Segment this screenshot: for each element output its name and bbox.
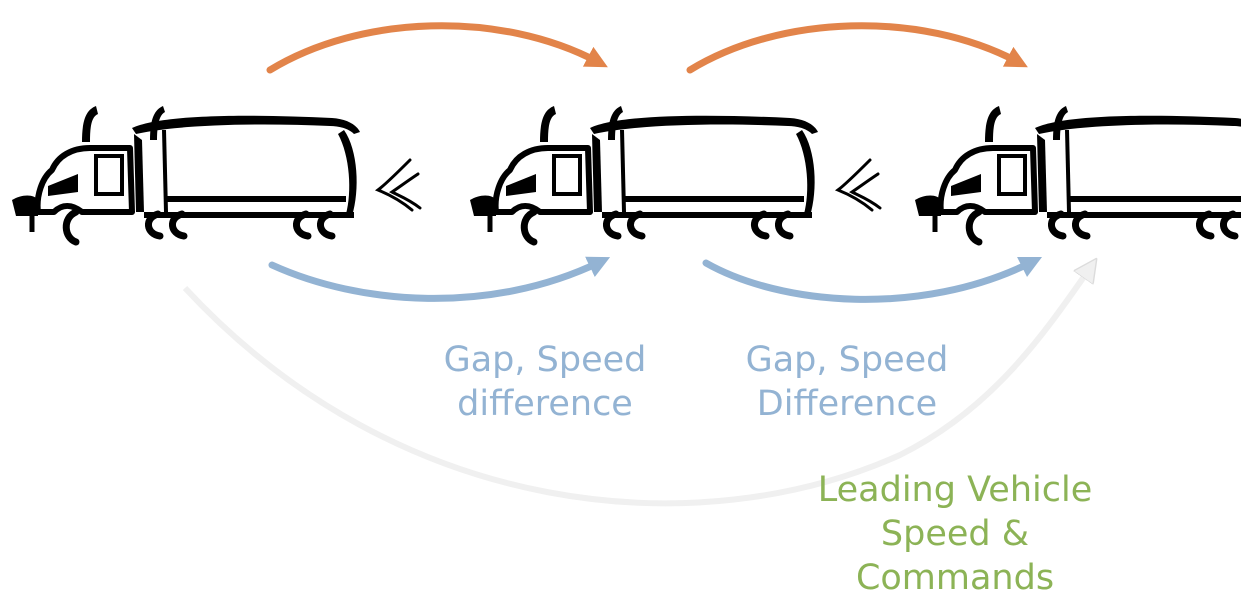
communication-arrow-2 <box>686 22 1028 74</box>
truck-icon <box>915 106 1241 242</box>
truck-icon <box>12 106 360 242</box>
sensing-arrow-1 <box>268 256 611 302</box>
leader-broadcast-arrow <box>182 268 1090 507</box>
leader-label-line-2: Speed & <box>880 514 1030 554</box>
communication-arrow-1 <box>266 22 608 74</box>
gap-label-1-line-1: Gap, Speed <box>443 340 647 380</box>
leader-label-line-3: Commands <box>855 558 1055 598</box>
gap-label-2-line-1: Gap, Speed <box>745 340 949 380</box>
radar-wave-icon <box>376 158 422 212</box>
gap-label-1: Gap, Speed difference <box>420 338 670 426</box>
gap-label-2-line-2: Difference <box>756 384 938 424</box>
radar-wave-icon <box>836 158 882 212</box>
leader-label-line-1: Leading Vehicle <box>817 470 1093 510</box>
truck-icon <box>470 106 818 242</box>
gap-label-1-line-2: difference <box>457 384 633 424</box>
leader-label: Leading Vehicle Speed & Commands <box>805 468 1105 600</box>
gap-label-2: Gap, Speed Difference <box>722 338 972 426</box>
sensing-arrow-2 <box>702 256 1043 303</box>
